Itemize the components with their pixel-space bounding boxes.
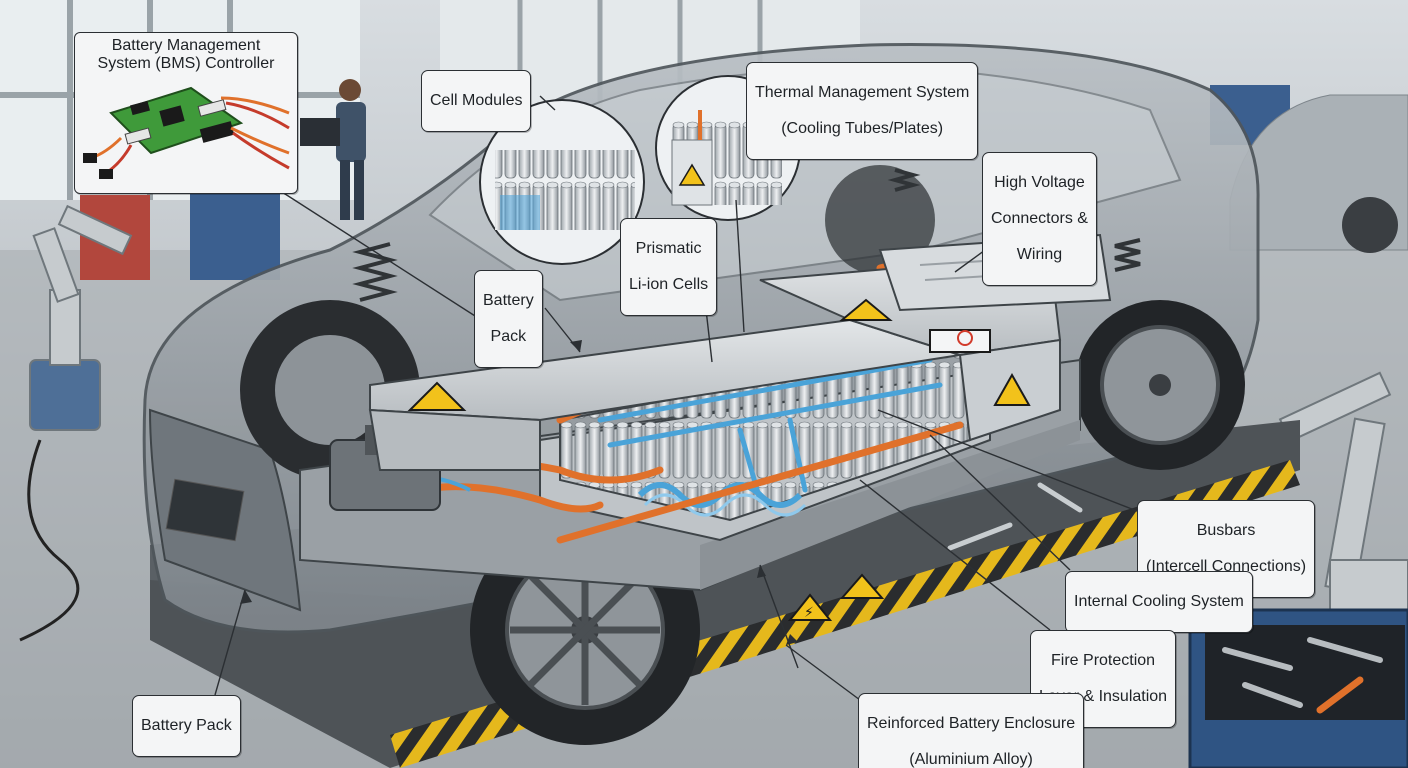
high-voltage-connectors-label: High Voltage Connectors & Wiring (982, 152, 1097, 286)
hv-label-line-1: High Voltage (994, 174, 1085, 191)
cell-modules-label: Cell Modules (421, 70, 532, 132)
bms-label-line-1: Battery Management (111, 37, 261, 54)
internal-cooling-text: Internal Cooling System (1074, 593, 1244, 610)
battery-pack-top-line-1: Battery (483, 292, 534, 309)
enclosure-label-line-2: (Aluminium Alloy) (909, 751, 1033, 768)
battery-enclosure-label: Reinforced Battery Enclosure (Aluminium … (858, 693, 1085, 768)
busbars-label-line-1: Busbars (1196, 522, 1256, 539)
prismatic-label-line-1: Prismatic (635, 240, 702, 257)
fire-label-line-1: Fire Protection (1051, 652, 1156, 669)
prismatic-cells-label: Prismatic Li-ion Cells (620, 218, 718, 316)
thermal-label-line-2: (Cooling Tubes/Plates) (781, 120, 944, 137)
prismatic-label-line-2: Li-ion Cells (629, 276, 709, 293)
busbars-label-line-2: (Intercell Connections) (1146, 558, 1307, 575)
bms-label-line-2: System (BMS) Controller (97, 55, 275, 72)
thermal-management-label: Thermal Management System (Cooling Tubes… (746, 62, 979, 160)
internal-cooling-label: Internal Cooling System (1065, 571, 1253, 633)
battery-pack-top-line-2: Pack (490, 328, 527, 345)
hv-label-line-2: Connectors & (991, 210, 1088, 227)
bms-controller-label: Battery Management System (BMS) Controll… (75, 37, 297, 73)
battery-pack-bottom-text: Battery Pack (141, 717, 232, 734)
battery-pack-top-label: Battery Pack (474, 270, 543, 368)
cell-modules-text: Cell Modules (430, 92, 523, 109)
bms-circuit-board-image (83, 86, 290, 179)
battery-pack-bottom-label: Battery Pack (132, 695, 241, 757)
bms-controller-callout: Battery Management System (BMS) Controll… (74, 32, 298, 194)
hv-label-line-3: Wiring (1016, 246, 1063, 263)
enclosure-label-line-1: Reinforced Battery Enclosure (867, 715, 1076, 732)
svg-text:⚡: ⚡ (804, 605, 814, 621)
thermal-label-line-1: Thermal Management System (755, 84, 970, 101)
